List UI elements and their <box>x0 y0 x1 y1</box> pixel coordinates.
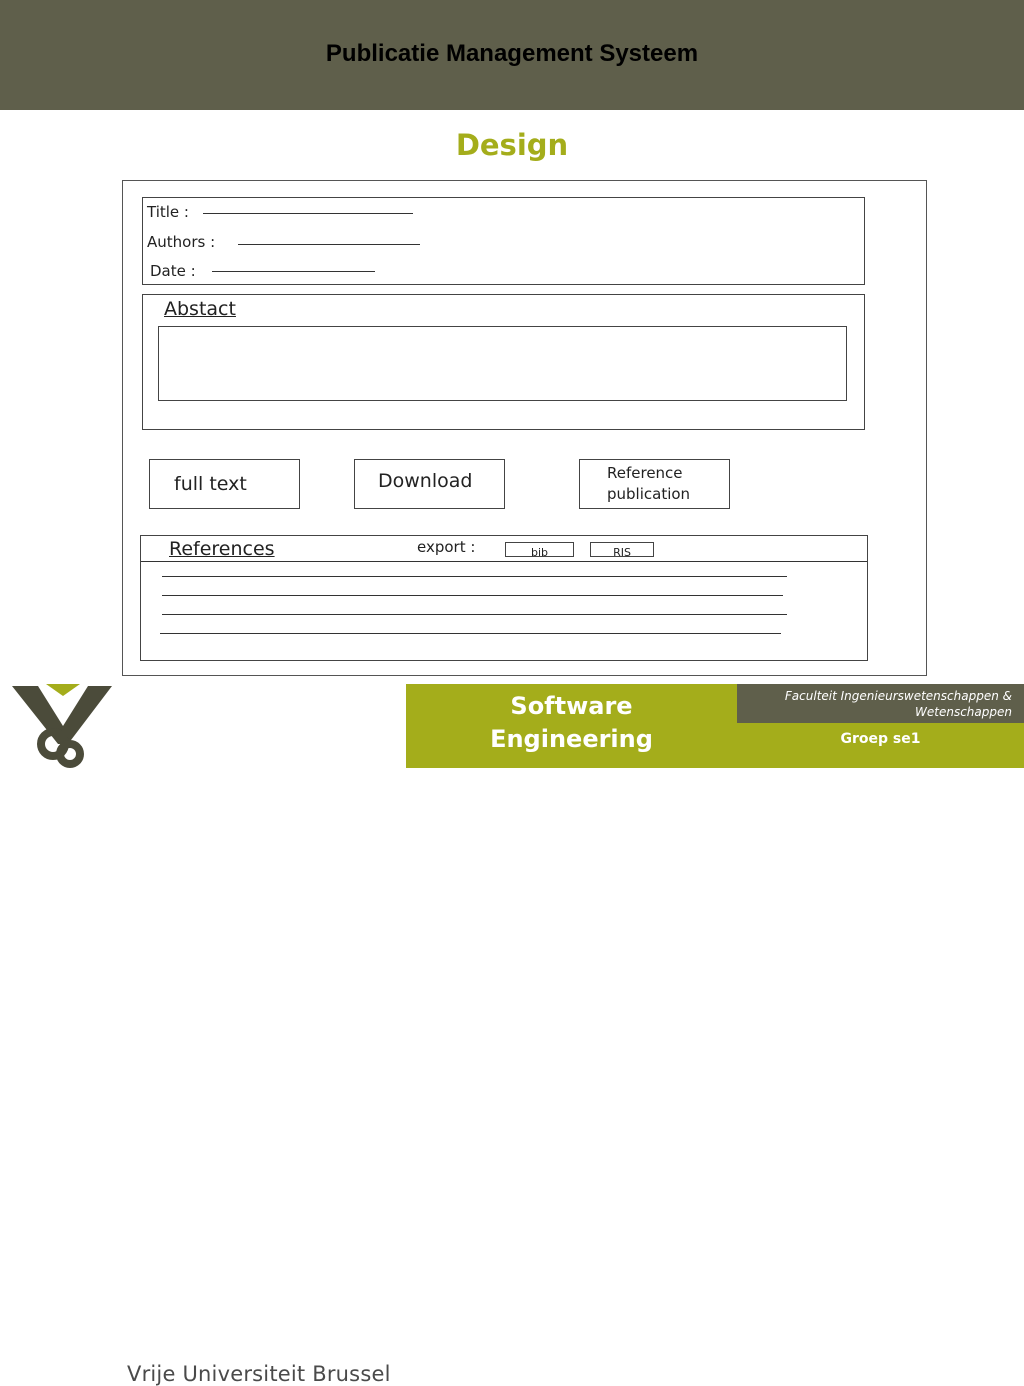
download-button-label: Download <box>378 470 473 492</box>
reference-line <box>162 595 783 596</box>
course-name-line-2: Engineering <box>490 725 653 753</box>
reference-line <box>160 633 781 634</box>
vub-logo-icon <box>12 684 112 768</box>
section-title: Design <box>455 128 569 162</box>
references-label: References <box>169 538 275 560</box>
date-field-label: Date : <box>150 262 196 280</box>
export-ris-label: RIS <box>613 546 631 559</box>
header-bar: Publicatie Management Systeem <box>0 0 1024 110</box>
title-field-label: Title : <box>147 203 189 221</box>
references-header-divider <box>141 561 867 562</box>
reference-line <box>162 614 787 615</box>
full-text-button[interactable]: full text <box>149 459 300 509</box>
full-text-button-label: full text <box>174 473 247 495</box>
abstract-textarea[interactable] <box>158 326 847 401</box>
design-mockup: Title : Authors : Date : Abstact full te… <box>122 180 927 676</box>
group-name: Groep se1 <box>840 731 921 747</box>
export-ris-button[interactable]: RIS <box>590 542 654 559</box>
date-field-line[interactable] <box>212 271 375 272</box>
university-name: Vrije Universiteit Brussel <box>127 1362 391 1386</box>
footer-course-block: Software Engineering <box>406 684 737 768</box>
footer-group-block: Groep se1 <box>737 723 1024 768</box>
reference-button-label-2: publication <box>607 485 691 503</box>
reference-button-label-1: Reference <box>607 464 683 482</box>
references-box: References export : bib RIS <box>140 535 868 661</box>
abstract-box: Abstact <box>142 294 865 430</box>
course-name: Software Engineering <box>406 690 737 756</box>
metadata-box: Title : Authors : Date : <box>142 197 865 285</box>
page-title: Publicatie Management Systeem <box>325 40 699 67</box>
title-field-line[interactable] <box>203 213 413 214</box>
download-button[interactable]: Download <box>354 459 505 509</box>
export-bib-label: bib <box>530 546 549 559</box>
authors-field-label: Authors : <box>147 233 216 251</box>
authors-field-line[interactable] <box>238 244 420 245</box>
export-label: export : <box>417 538 476 556</box>
abstract-label: Abstact <box>164 298 236 320</box>
reference-publication-button[interactable]: Reference publication <box>579 459 730 509</box>
export-bib-button[interactable]: bib <box>505 542 574 559</box>
course-name-line-1: Software <box>510 692 633 720</box>
footer-university-area: Vrije Universiteit Brussel <box>0 680 406 1386</box>
faculty-name: Faculteit Ingenieurswetenschappen & Wete… <box>784 689 1012 719</box>
reference-line <box>162 576 787 577</box>
footer-faculty-block: Faculteit Ingenieurswetenschappen & Wete… <box>737 684 1024 723</box>
